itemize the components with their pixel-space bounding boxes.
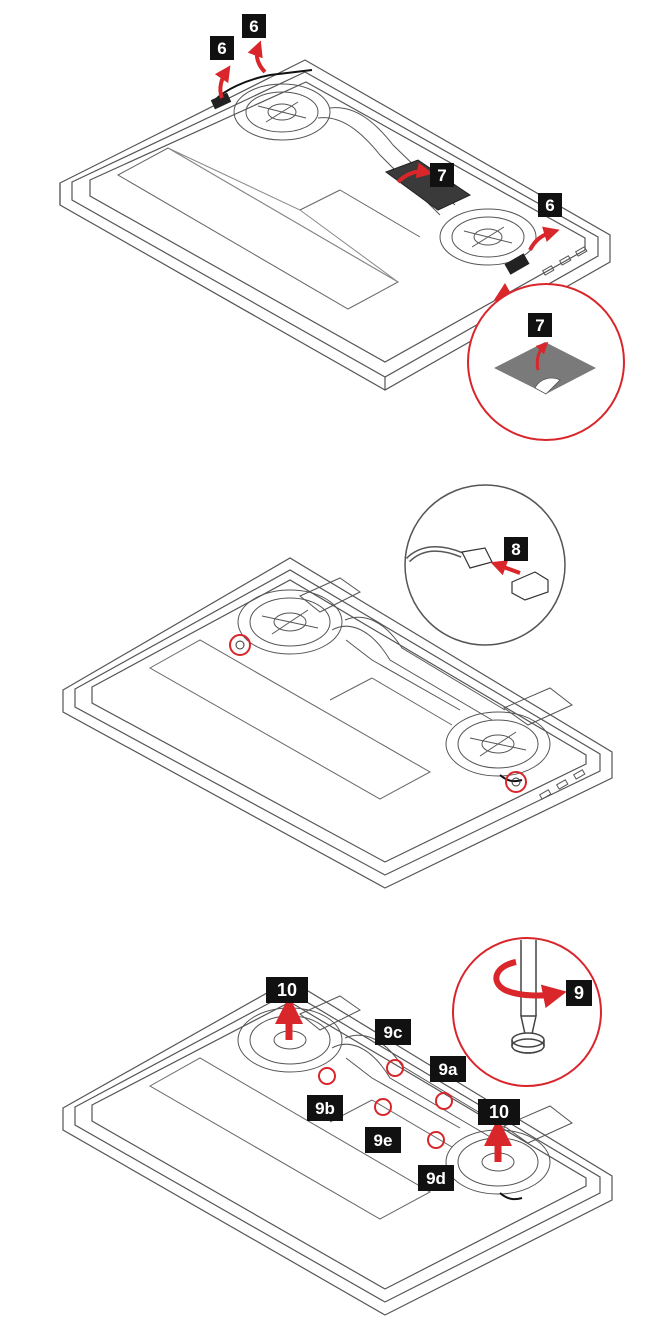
callout-8: 8 (504, 537, 528, 561)
peel-arrow-7 (396, 162, 433, 184)
laptop-base-chassis (62, 557, 613, 889)
panel-3: 10 9c 9a 9b 9e 10 9d (62, 937, 613, 1316)
screw-left (235, 640, 245, 650)
heat-sink-assembly (299, 995, 573, 1144)
svg-text:7: 7 (437, 166, 446, 185)
heat-pipe (317, 107, 456, 216)
fan-left (233, 83, 331, 141)
callout-6-left: 6 (210, 36, 234, 60)
panel-2: 8 (62, 484, 613, 889)
callout-9e: 9e (365, 1127, 401, 1153)
svg-text:10: 10 (489, 1102, 509, 1122)
callout-9a: 9a (430, 1056, 466, 1082)
screwdriver-icon (511, 940, 545, 1054)
callout-9c: 9c (375, 1019, 411, 1045)
svg-text:6: 6 (545, 196, 554, 215)
detail-inset (452, 937, 602, 1087)
tape-piece (384, 159, 472, 211)
battery (148, 639, 453, 800)
lift-arrow-6c (528, 226, 560, 251)
fan-connector-right (504, 253, 530, 275)
callout-6-top: 6 (242, 14, 266, 38)
screw-marker-9e (374, 1098, 392, 1116)
svg-text:9b: 9b (315, 1099, 335, 1118)
battery (116, 147, 421, 310)
callout-10-right: 10 (478, 1099, 520, 1125)
detail-inset (404, 484, 566, 646)
screw-right (511, 777, 521, 787)
screw-marker-left (229, 634, 251, 656)
fan-right (439, 208, 537, 266)
rotate-arrow-9 (493, 959, 567, 1009)
panel-1: 6 6 6 7 7 (59, 14, 625, 441)
fan-connector-left (210, 92, 232, 110)
disconnect-arrow-8 (490, 560, 521, 576)
side-ports (541, 246, 588, 276)
svg-text:9: 9 (574, 983, 584, 1003)
svg-text:8: 8 (511, 540, 520, 559)
heat-sink-assembly (299, 577, 573, 726)
screw-marker-9a (435, 1092, 453, 1110)
screw-marker-9b (318, 1067, 336, 1085)
svg-text:9d: 9d (426, 1169, 446, 1188)
callout-9b: 9b (307, 1095, 343, 1121)
lift-arrow-6b (247, 40, 267, 74)
screw-marker-9d (427, 1131, 445, 1149)
board-connector (511, 571, 549, 601)
fan-left (237, 589, 343, 655)
fan-right (445, 711, 551, 777)
callout-7-detail: 7 (528, 313, 552, 337)
callout-9d: 9d (418, 1165, 454, 1191)
screw-marker-right (505, 771, 527, 793)
svg-text:10: 10 (277, 980, 297, 1000)
svg-text:7: 7 (535, 316, 544, 335)
fan-cable (499, 774, 523, 783)
callout-6-right: 6 (538, 193, 562, 217)
tape-detail (494, 342, 596, 394)
svg-text:6: 6 (217, 39, 226, 58)
callout-9-detail: 9 (566, 980, 592, 1006)
svg-text:6: 6 (249, 17, 258, 36)
fan-cable-detail-inner (406, 547, 463, 562)
svg-text:9c: 9c (384, 1023, 403, 1042)
screw-marker-9c (386, 1059, 404, 1077)
callout-7: 7 (430, 163, 454, 187)
laptop-base-chassis (59, 59, 611, 391)
svg-text:9e: 9e (374, 1131, 393, 1150)
tape-peeled-corner (534, 377, 561, 395)
svg-text:9a: 9a (439, 1060, 458, 1079)
side-ports (538, 769, 586, 800)
battery (148, 1057, 453, 1220)
peel-arrow-7-detail (535, 341, 549, 371)
fan-cable (499, 1192, 523, 1201)
callout-10-left: 10 (266, 977, 308, 1003)
lift-arrow-6a (214, 65, 231, 99)
